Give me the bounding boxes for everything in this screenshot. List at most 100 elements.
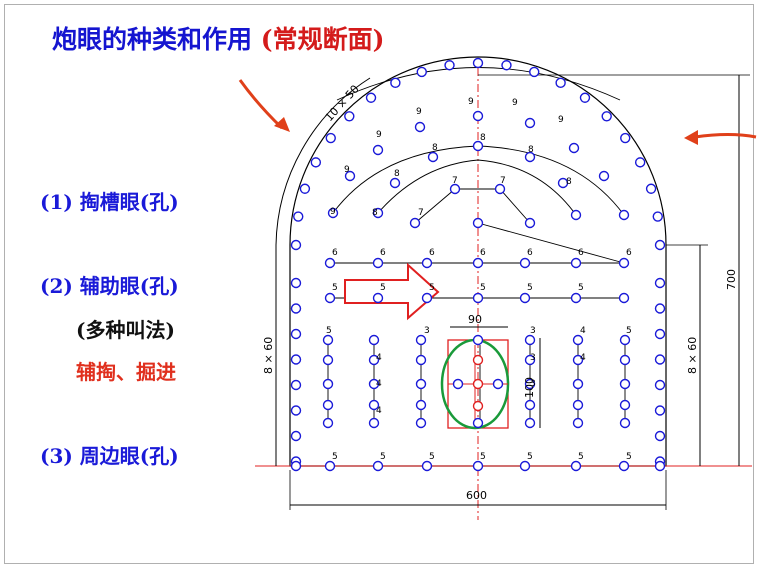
bottom-hole bbox=[618, 460, 630, 472]
bottom-hole bbox=[570, 460, 582, 472]
auxiliary-hole-column bbox=[572, 378, 584, 390]
arc-hole-middle bbox=[524, 151, 536, 163]
arc-hole-inner bbox=[524, 217, 536, 229]
arc-hole-outer bbox=[618, 209, 630, 221]
auxiliary-hole-row5 bbox=[324, 292, 336, 304]
auxiliary-hole-row6 bbox=[570, 257, 582, 269]
perimeter-hole bbox=[390, 77, 401, 89]
perimeter-hole bbox=[654, 379, 666, 391]
hole-number: 8 bbox=[432, 143, 438, 153]
perimeter-hole bbox=[344, 111, 355, 122]
hole-number: 5 bbox=[332, 452, 338, 462]
bottom-hole bbox=[654, 460, 666, 472]
perimeter-hole bbox=[310, 157, 322, 168]
auxiliary-hole-row6 bbox=[372, 257, 384, 269]
auxiliary-hole-column bbox=[415, 378, 427, 390]
perimeter-hole bbox=[654, 303, 666, 314]
perimeter-hole bbox=[634, 157, 646, 168]
arc-hole-outer bbox=[524, 117, 536, 129]
arc-hole-inner bbox=[449, 183, 461, 195]
auxiliary-hole-row5 bbox=[421, 292, 433, 304]
arc-hole-middle bbox=[372, 207, 384, 219]
hole-number: 3 bbox=[530, 326, 536, 336]
auxiliary-hole-row5 bbox=[519, 292, 531, 304]
hole-number: 4 bbox=[580, 353, 586, 363]
auxiliary-hole-column bbox=[524, 354, 536, 366]
hole-number: 9 bbox=[376, 130, 382, 140]
perimeter-hole bbox=[579, 92, 591, 103]
right-arrow-head bbox=[684, 130, 698, 145]
auxiliary-hole-row6 bbox=[519, 257, 531, 269]
auxiliary-hole-column bbox=[619, 417, 631, 429]
dimension-cut-width: 90 bbox=[468, 313, 482, 326]
auxiliary-hole-column bbox=[524, 378, 536, 390]
arc-hole-middle bbox=[557, 177, 569, 189]
hole-number: 6 bbox=[480, 248, 486, 258]
hole-number: 4 bbox=[376, 379, 382, 389]
auxiliary-hole-column bbox=[322, 354, 334, 366]
auxiliary-hole-column bbox=[524, 334, 536, 346]
dimension-side-right: 8 × 60 bbox=[686, 337, 699, 374]
hole-number: 3 bbox=[424, 326, 430, 336]
auxiliary-hole-column bbox=[368, 417, 380, 429]
hole-number: 5 bbox=[380, 283, 386, 293]
perimeter-hole bbox=[290, 405, 302, 416]
perimeter-hole bbox=[652, 211, 663, 222]
auxiliary-hole-column bbox=[619, 399, 631, 411]
auxiliary-hole-row6 bbox=[618, 257, 630, 269]
arc-hole-inner bbox=[494, 183, 506, 195]
hole-number: 8 bbox=[372, 208, 378, 218]
arc-hole-middle bbox=[472, 140, 484, 152]
perimeter-hole bbox=[645, 183, 657, 194]
perimeter-hole bbox=[620, 132, 631, 144]
slide-frame bbox=[4, 4, 754, 564]
auxiliary-hole-column bbox=[619, 334, 631, 346]
bottom-hole bbox=[421, 460, 433, 472]
dimension-height: 700 bbox=[725, 269, 738, 290]
perimeter-hole bbox=[293, 211, 304, 222]
auxiliary-hole-row6 bbox=[421, 257, 433, 269]
hole-number: 6 bbox=[626, 248, 632, 258]
hole-number: 3 bbox=[530, 353, 536, 363]
hole-number: 5 bbox=[578, 452, 584, 462]
bottom-hole bbox=[290, 460, 302, 472]
perimeter-hole bbox=[365, 92, 377, 103]
hole-number: 7 bbox=[500, 176, 506, 186]
hole-number: 7 bbox=[452, 176, 458, 186]
auxiliary-hole-column bbox=[619, 354, 631, 366]
hole-number: 5 bbox=[480, 452, 486, 462]
perimeter-hole bbox=[555, 77, 566, 89]
hole-number: 5 bbox=[332, 283, 338, 293]
hole-number: 9 bbox=[468, 97, 474, 107]
perimeter-hole bbox=[654, 354, 666, 365]
arc-hole-outer bbox=[372, 144, 384, 156]
label-cut-holes: (1) 掏槽眼(孔) bbox=[40, 190, 179, 214]
arc-hole-outer bbox=[414, 121, 426, 133]
arc-hole-middle bbox=[570, 209, 582, 221]
hole-number: 5 bbox=[326, 326, 332, 336]
cut-hole bbox=[492, 378, 504, 390]
title-main: 炮眼的种类和作用 bbox=[52, 25, 253, 54]
hole-number: 9 bbox=[344, 165, 350, 175]
hole-number: 5 bbox=[429, 452, 435, 462]
auxiliary-hole-column bbox=[415, 354, 427, 366]
auxiliary-hole-column bbox=[322, 399, 334, 411]
hole-number: 9 bbox=[330, 207, 336, 217]
perimeter-hole bbox=[654, 430, 666, 442]
hole-number: 9 bbox=[512, 98, 518, 108]
bottom-hole bbox=[472, 460, 484, 472]
arc-hole-outer bbox=[472, 110, 484, 122]
auxiliary-hole-row6 bbox=[324, 257, 336, 269]
perimeter-hole bbox=[290, 303, 302, 314]
auxiliary-hole-column bbox=[322, 334, 334, 346]
hole-number: 9 bbox=[416, 107, 422, 117]
cut-hole bbox=[472, 354, 484, 366]
perimeter-hole bbox=[501, 60, 512, 71]
dimension-width: 600 bbox=[466, 489, 487, 502]
perimeter-hole bbox=[654, 277, 666, 289]
label-auxiliary-alt: 辅掏、掘进 bbox=[76, 360, 176, 384]
hole-number: 8 bbox=[566, 177, 572, 187]
arc-hole-inner bbox=[472, 217, 484, 229]
auxiliary-hole-column bbox=[368, 354, 380, 366]
curved-arrow-head bbox=[274, 117, 290, 132]
